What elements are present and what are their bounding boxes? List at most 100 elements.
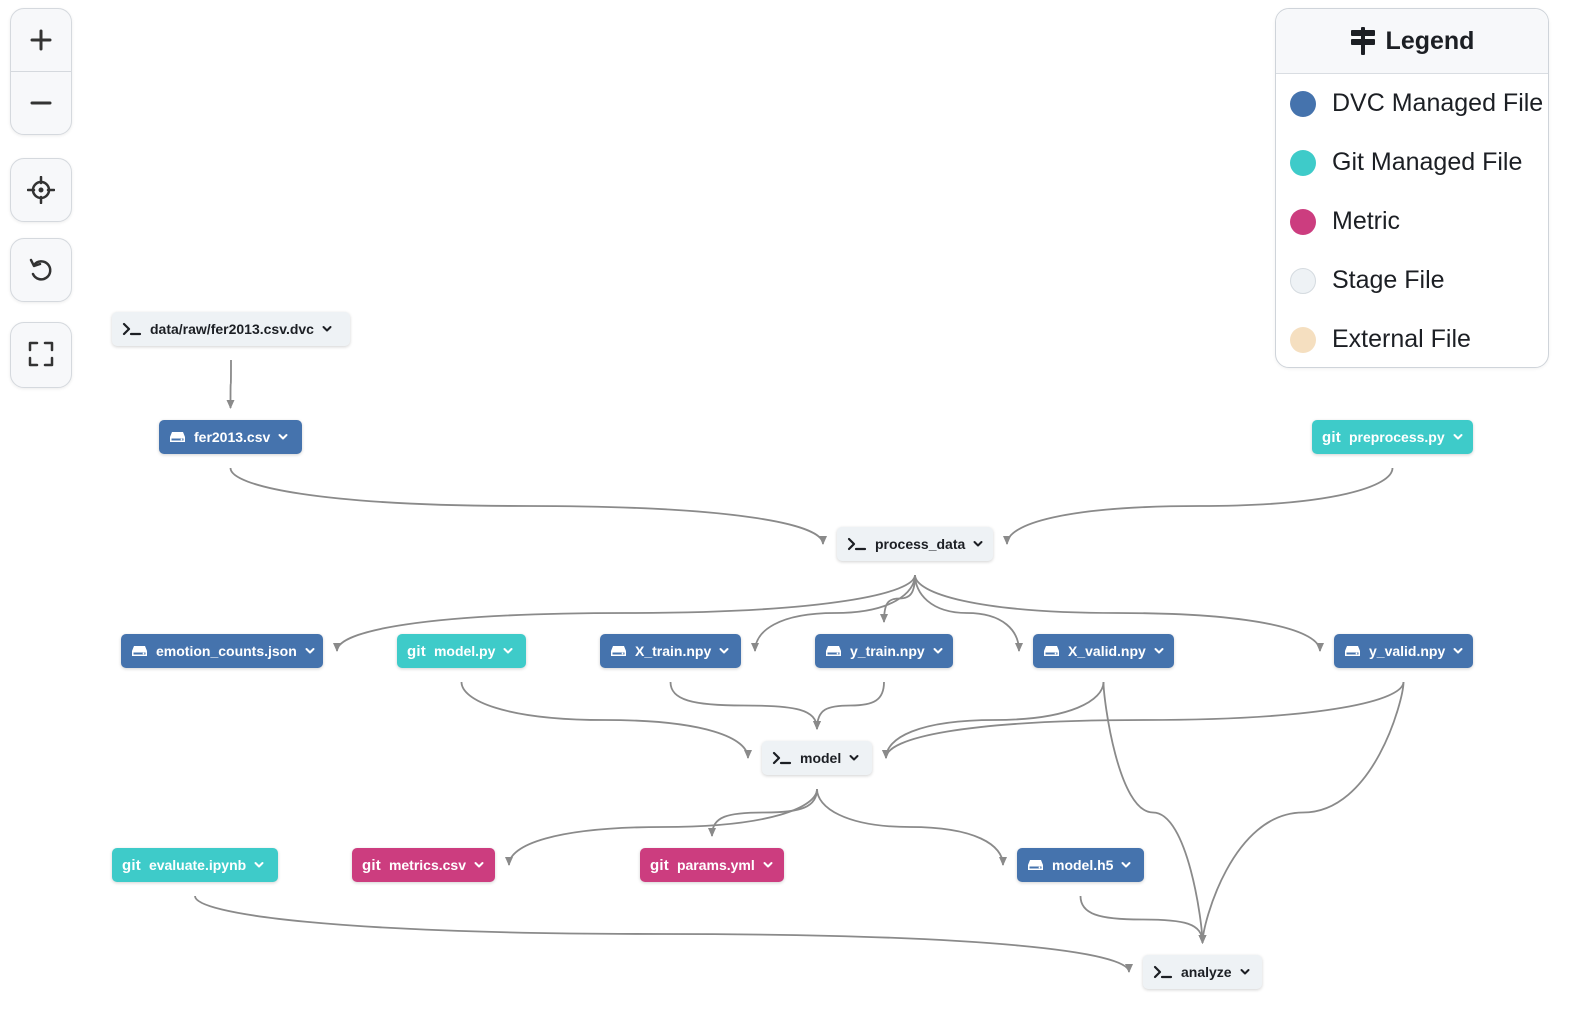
chevron-down-icon [933, 648, 943, 654]
node-label: X_train.npy [635, 643, 712, 659]
node-preprocess[interactable]: git preprocess.py [1312, 420, 1473, 454]
chevron-down-icon [849, 755, 859, 761]
edge-raw-dvc-to-fer2013 [226, 359, 235, 409]
chevron-down-icon [973, 541, 983, 547]
edge-preprocess-to-process-data [1003, 467, 1394, 545]
edge-evaluate-to-analyze [194, 895, 1133, 973]
fullscreen-control [10, 322, 72, 388]
edge-model-py-to-model [460, 681, 752, 759]
edge-x-valid-to-model [882, 681, 1105, 759]
chevron-down-icon [503, 648, 513, 654]
node-label: preprocess.py [1348, 429, 1445, 445]
edge-y-valid-to-model [882, 681, 1405, 759]
chevron-down-icon [1453, 648, 1463, 654]
node-label: fer2013.csv [194, 429, 271, 445]
node-emotion-counts[interactable]: emotion_counts.json [121, 634, 323, 668]
chevron-down-icon [278, 434, 288, 440]
node-raw-dvc[interactable]: data/raw/fer2013.csv.dvc [112, 312, 350, 346]
git-icon: git [122, 856, 141, 874]
node-label: process_data [875, 536, 966, 552]
zoom-in-button[interactable] [11, 9, 71, 71]
node-label: X_valid.npy [1068, 643, 1146, 659]
node-label: evaluate.ipynb [148, 857, 247, 873]
node-model[interactable]: model [762, 741, 872, 775]
drive-icon [611, 646, 626, 656]
reset-control [10, 238, 72, 302]
node-label: model.py [433, 643, 496, 659]
chevron-down-icon [322, 326, 332, 332]
git-icon: git [1322, 428, 1341, 446]
terminal-icon [122, 322, 142, 336]
edge-y-valid-to-analyze [1198, 681, 1405, 944]
legend-label: DVC Managed File [1332, 89, 1544, 117]
git-icon: git [407, 642, 426, 660]
chevron-down-icon [305, 648, 315, 654]
node-x-train[interactable]: X_train.npy [600, 634, 741, 668]
node-model-py[interactable]: git model.py [397, 634, 526, 668]
node-label: y_valid.npy [1369, 643, 1446, 659]
node-params[interactable]: git params.yml [640, 848, 784, 882]
edge-y-train-to-model [813, 681, 885, 730]
drive-icon [1345, 646, 1360, 656]
node-label: model [800, 750, 842, 766]
node-process-data[interactable]: process_data [837, 527, 993, 561]
node-evaluate[interactable]: git evaluate.ipynb [112, 848, 278, 882]
drive-icon [826, 646, 841, 656]
node-y-train[interactable]: y_train.npy [815, 634, 953, 668]
edge-model-to-model-h5 [816, 788, 1007, 866]
drive-icon [1044, 646, 1059, 656]
node-metrics[interactable]: git metrics.csv [352, 848, 495, 882]
node-label: model.h5 [1052, 857, 1114, 873]
node-label: y_train.npy [850, 643, 925, 659]
legend-panel: Legend DVC Managed File Git Managed File… [1275, 8, 1549, 368]
legend-dot-git [1290, 149, 1316, 176]
drive-icon [132, 646, 147, 656]
terminal-icon [847, 537, 867, 551]
legend-item-dvc: DVC Managed File [1276, 74, 1548, 133]
chevron-down-icon [254, 862, 264, 868]
node-y-valid[interactable]: y_valid.npy [1334, 634, 1473, 668]
edge-x-train-to-model [669, 681, 821, 730]
chevron-down-icon [474, 862, 484, 868]
edge-x-valid-to-analyze [1102, 681, 1207, 944]
node-model-h5[interactable]: model.h5 [1017, 848, 1144, 882]
git-icon: git [362, 856, 381, 874]
node-label: emotion_counts.json [156, 643, 297, 659]
crosshair-icon [27, 176, 55, 204]
legend-dot-external [1290, 326, 1316, 353]
node-label: params.yml [676, 857, 755, 873]
legend-label: Stage File [1332, 266, 1445, 294]
legend-label: External File [1332, 325, 1471, 353]
legend-dot-dvc [1290, 90, 1316, 117]
terminal-icon [1153, 965, 1173, 979]
legend-item-external: External File [1276, 310, 1548, 369]
legend-title: Legend [1385, 26, 1475, 55]
drive-icon [170, 432, 185, 442]
chevron-down-icon [763, 862, 773, 868]
center-view-button[interactable] [11, 159, 71, 221]
chevron-down-icon [1121, 862, 1131, 868]
drive-icon [1028, 860, 1043, 870]
terminal-icon [772, 751, 792, 765]
center-control [10, 158, 72, 222]
chevron-down-icon [1453, 434, 1463, 440]
node-fer2013[interactable]: fer2013.csv [159, 420, 302, 454]
git-icon: git [650, 856, 669, 874]
zoom-out-button[interactable] [11, 71, 71, 134]
node-label: metrics.csv [388, 857, 466, 873]
legend-dot-stage [1290, 267, 1316, 294]
zoom-controls [10, 8, 72, 135]
edge-model-to-params [708, 788, 818, 837]
chevron-down-icon [1154, 648, 1164, 654]
legend-item-git: Git Managed File [1276, 133, 1548, 192]
chevron-down-icon [719, 648, 729, 654]
reset-view-button[interactable] [11, 239, 71, 301]
node-analyze[interactable]: analyze [1143, 955, 1262, 989]
fullscreen-button[interactable] [11, 323, 71, 385]
chevron-down-icon [1240, 969, 1250, 975]
legend-dot-metric [1290, 208, 1316, 235]
node-label: analyze [1181, 964, 1232, 980]
legend-label: Git Managed File [1332, 148, 1523, 176]
edge-model-h5-to-analyze [1079, 895, 1207, 944]
node-x-valid[interactable]: X_valid.npy [1033, 634, 1174, 668]
